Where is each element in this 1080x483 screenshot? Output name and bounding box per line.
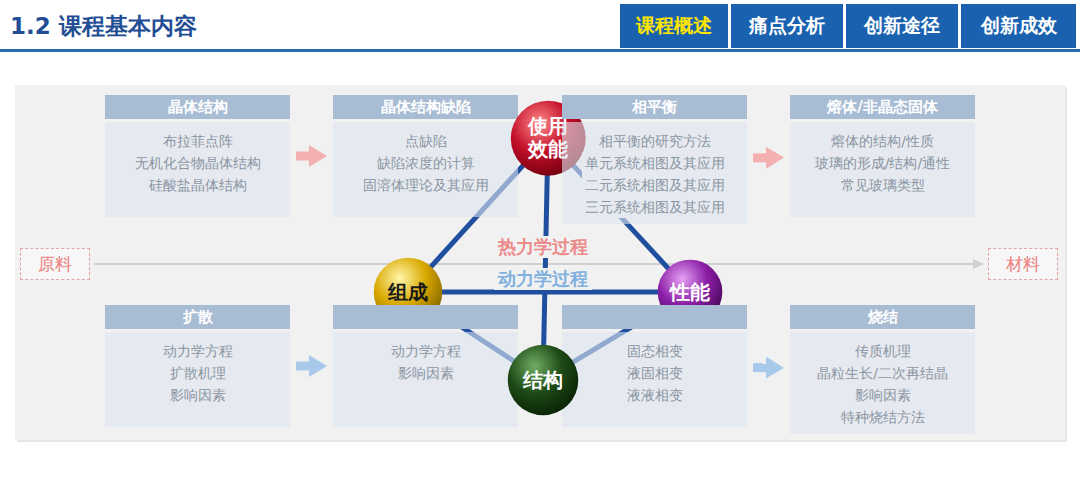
topic-item: 常见玻璃类型 [838,174,928,196]
topic-heading: 晶体结构 [168,98,228,117]
topic-header-bar [562,305,747,329]
topic-box: 固态相变液固相变液液相变 [562,305,747,427]
topic-item: 相平衡的研究方法 [596,130,714,152]
topic-header-bar: 扩散 [105,305,290,329]
topic-item: 影响因素 [852,384,914,406]
topic-item: 玻璃的形成/结构/通性 [812,152,953,174]
tab-label: 创新途径 [864,13,940,39]
topic-header-bar: 晶体结构缺陷 [333,95,518,119]
topic-heading: 晶体结构缺陷 [381,98,471,117]
process-label: 热力学过程 [494,236,592,258]
topic-box: 晶体结构布拉菲点阵无机化合物晶体结构硅酸盐晶体结构 [105,95,290,217]
topic-item: 液液相变 [624,384,686,406]
topic-body: 传质机理晶粒生长/二次再结晶影响因素特种烧结方法 [790,332,975,434]
topic-item: 传质机理 [852,340,914,362]
topic-item: 单元系统相图及其应用 [582,152,728,174]
topic-box: 晶体结构缺陷点缺陷缺陷浓度的计算固溶体理论及其应用 [333,95,518,217]
nav-tab: 课程概述 [620,4,728,48]
topic-box: 扩散动力学方程扩散机理影响因素 [105,305,290,427]
topic-body: 动力学方程影响因素 [333,332,518,427]
concept-sphere: 结构 [507,344,579,416]
topic-item: 熔体的结构/性质 [828,130,937,152]
topic-header-bar: 相平衡 [562,95,747,119]
header-rule [0,49,1080,52]
topic-header-bar: 熔体/非晶态固体 [790,95,975,119]
topic-heading: 相平衡 [632,98,677,117]
topic-header-bar [333,305,518,329]
endpoint-label: 材料 [1006,253,1040,276]
topic-item: 硅酸盐晶体结构 [146,174,250,196]
topic-item: 晶粒生长/二次再结晶 [814,362,951,384]
topic-item: 影响因素 [167,384,229,406]
tab-label: 痛点分析 [749,13,825,39]
topic-item: 无机化合物晶体结构 [132,152,264,174]
topic-item: 固溶体理论及其应用 [360,174,492,196]
slide-title: 1.2 课程基本内容 [10,11,197,42]
relation-line [440,290,660,295]
flow-arrow [753,153,766,162]
topic-box: 烧结传质机理晶粒生长/二次再结晶影响因素特种烧结方法 [790,305,975,434]
topic-item: 动力学方程 [388,340,464,362]
content-panel [15,85,1065,440]
topic-item: 三元系统相图及其应用 [582,196,728,218]
topic-item: 布拉菲点阵 [160,130,236,152]
topic-header-bar: 烧结 [790,305,975,329]
flow-arrow [296,152,309,161]
tab-label: 课程概述 [636,13,712,39]
flow-arrow [753,363,766,372]
panel-shadow [17,87,1067,442]
process-label: 动力学过程 [494,268,592,290]
topic-box: 动力学方程影响因素 [333,305,518,427]
topic-body: 布拉菲点阵无机化合物晶体结构硅酸盐晶体结构 [105,122,290,217]
tab-label: 创新成效 [981,13,1057,39]
topic-item: 液固相变 [624,362,686,384]
topic-item: 缺陷浓度的计算 [374,152,478,174]
topic-body: 相平衡的研究方法单元系统相图及其应用二元系统相图及其应用三元系统相图及其应用 [562,122,747,224]
nav-tab: 痛点分析 [731,4,843,48]
flow-arrow [296,362,309,371]
topic-header-bar: 晶体结构 [105,95,290,119]
topic-item: 扩散机理 [167,362,229,384]
topic-item: 影响因素 [395,362,457,384]
relation-line [544,173,548,347]
topic-body: 点缺陷缺陷浓度的计算固溶体理论及其应用 [333,122,518,217]
topic-item: 固态相变 [624,340,686,362]
topic-heading: 扩散 [183,308,213,327]
topic-body: 固态相变液固相变液液相变 [562,332,747,427]
topic-box: 相平衡相平衡的研究方法单元系统相图及其应用二元系统相图及其应用三元系统相图及其应… [562,95,747,224]
sphere-fill [508,345,579,416]
endpoint-label: 原料 [38,253,72,276]
endpoint-box: 原料 [20,248,90,280]
nav-tab: 创新成效 [961,4,1076,48]
sphere-label: 组成 [388,281,428,304]
topic-body: 动力学方程扩散机理影响因素 [105,332,290,427]
endpoint-box: 材料 [988,248,1058,280]
topic-item: 二元系统相图及其应用 [582,174,728,196]
topic-box: 熔体/非晶态固体熔体的结构/性质玻璃的形成/结构/通性常见玻璃类型 [790,95,975,217]
topic-body: 熔体的结构/性质玻璃的形成/结构/通性常见玻璃类型 [790,122,975,217]
nav-tab: 创新途径 [846,4,958,48]
topic-item: 特种烧结方法 [838,406,928,428]
flow-arrow [94,263,973,265]
sphere-label: 性能 [670,281,710,304]
topic-item: 点缺陷 [402,130,450,152]
topic-item: 动力学方程 [160,340,236,362]
sphere-label: 结构 [523,369,563,392]
topic-heading: 烧结 [868,308,898,327]
topic-heading: 熔体/非晶态固体 [827,98,937,117]
